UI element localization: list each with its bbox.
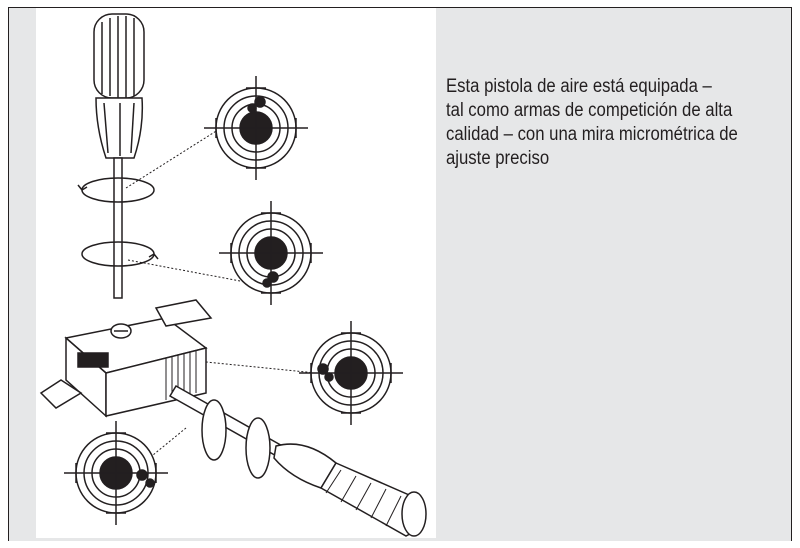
micrometer-sight-adjustment-diagram-icon — [39, 13, 427, 537]
caption-line: tal como armas de competición de alta — [446, 100, 733, 121]
rear-sight-icon — [39, 299, 213, 418]
caption-line: calidad – con una mira micrométrica de — [446, 124, 738, 145]
target-bottom-icon — [63, 420, 169, 526]
vertical-screwdriver-icon — [77, 13, 159, 299]
target-right-icon — [298, 320, 404, 426]
horizontal-screwdriver-icon — [168, 384, 427, 537]
target-middle-icon — [218, 200, 324, 306]
sight-adjustment-illustration — [36, 8, 436, 538]
caption-line: Esta pistola de aire está equipada – — [446, 76, 712, 97]
caption-text: Esta pistola de aire está equipada – tal… — [446, 75, 786, 171]
caption-line: ajuste preciso — [446, 148, 550, 169]
target-top-icon — [203, 75, 309, 181]
